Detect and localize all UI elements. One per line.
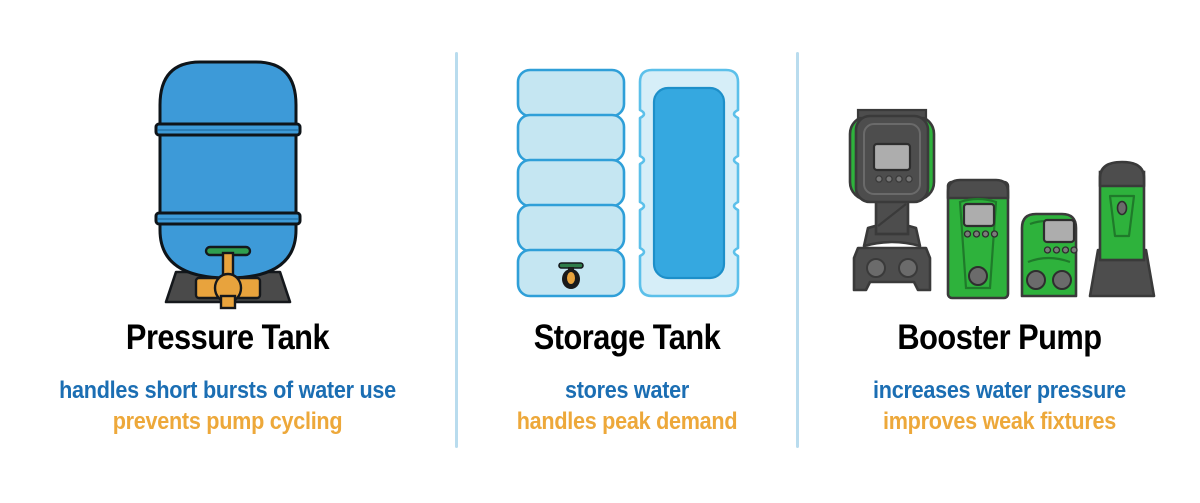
pump-column xyxy=(1088,160,1155,298)
booster-pump-title: Booster Pump xyxy=(897,318,1102,357)
pump-medium xyxy=(946,178,1009,300)
column-divider-2 xyxy=(796,52,799,448)
pressure-tank-benefit-secondary: prevents pump cycling xyxy=(112,408,343,435)
water-fill xyxy=(652,86,726,280)
storage-tank-illustration xyxy=(458,0,796,310)
pressure-tank-benefit-primary: handles short bursts of water use xyxy=(59,377,396,404)
pump-small xyxy=(1020,212,1078,298)
storage-tank-benefit-secondary: handles peak demand xyxy=(516,408,738,435)
pressure-tank-illustration xyxy=(0,0,455,310)
tank-body xyxy=(158,60,297,280)
booster-pump-benefit-primary: increases water pressure xyxy=(873,377,1126,404)
full-storage-tank xyxy=(638,68,740,298)
column-pressure-tank: Pressure Tank handles short bursts of wa… xyxy=(0,0,455,503)
booster-pump-illustration xyxy=(799,0,1200,310)
pump-large xyxy=(848,108,935,292)
pressure-tank-caption: Pressure Tank handles short bursts of wa… xyxy=(0,310,455,437)
pressure-tank-title: Pressure Tank xyxy=(125,318,330,357)
empty-storage-tank xyxy=(516,68,626,298)
column-booster-pump: Booster Pump increases water pressure im… xyxy=(799,0,1200,503)
empty-tank-valve xyxy=(558,262,584,289)
storage-tank-benefit-primary: stores water xyxy=(564,377,690,404)
column-storage-tank: Storage Tank stores water handles peak d… xyxy=(458,0,796,503)
storage-tank-title: Storage Tank xyxy=(533,318,721,357)
tank-band-upper xyxy=(154,122,301,137)
tank-band-lower xyxy=(154,211,301,226)
storage-tank-caption: Storage Tank stores water handles peak d… xyxy=(458,310,796,437)
booster-pump-caption: Booster Pump increases water pressure im… xyxy=(799,310,1200,437)
column-divider-1 xyxy=(455,52,458,448)
tank-valve xyxy=(194,245,261,310)
booster-pump-benefit-secondary: improves weak fixtures xyxy=(883,408,1116,435)
